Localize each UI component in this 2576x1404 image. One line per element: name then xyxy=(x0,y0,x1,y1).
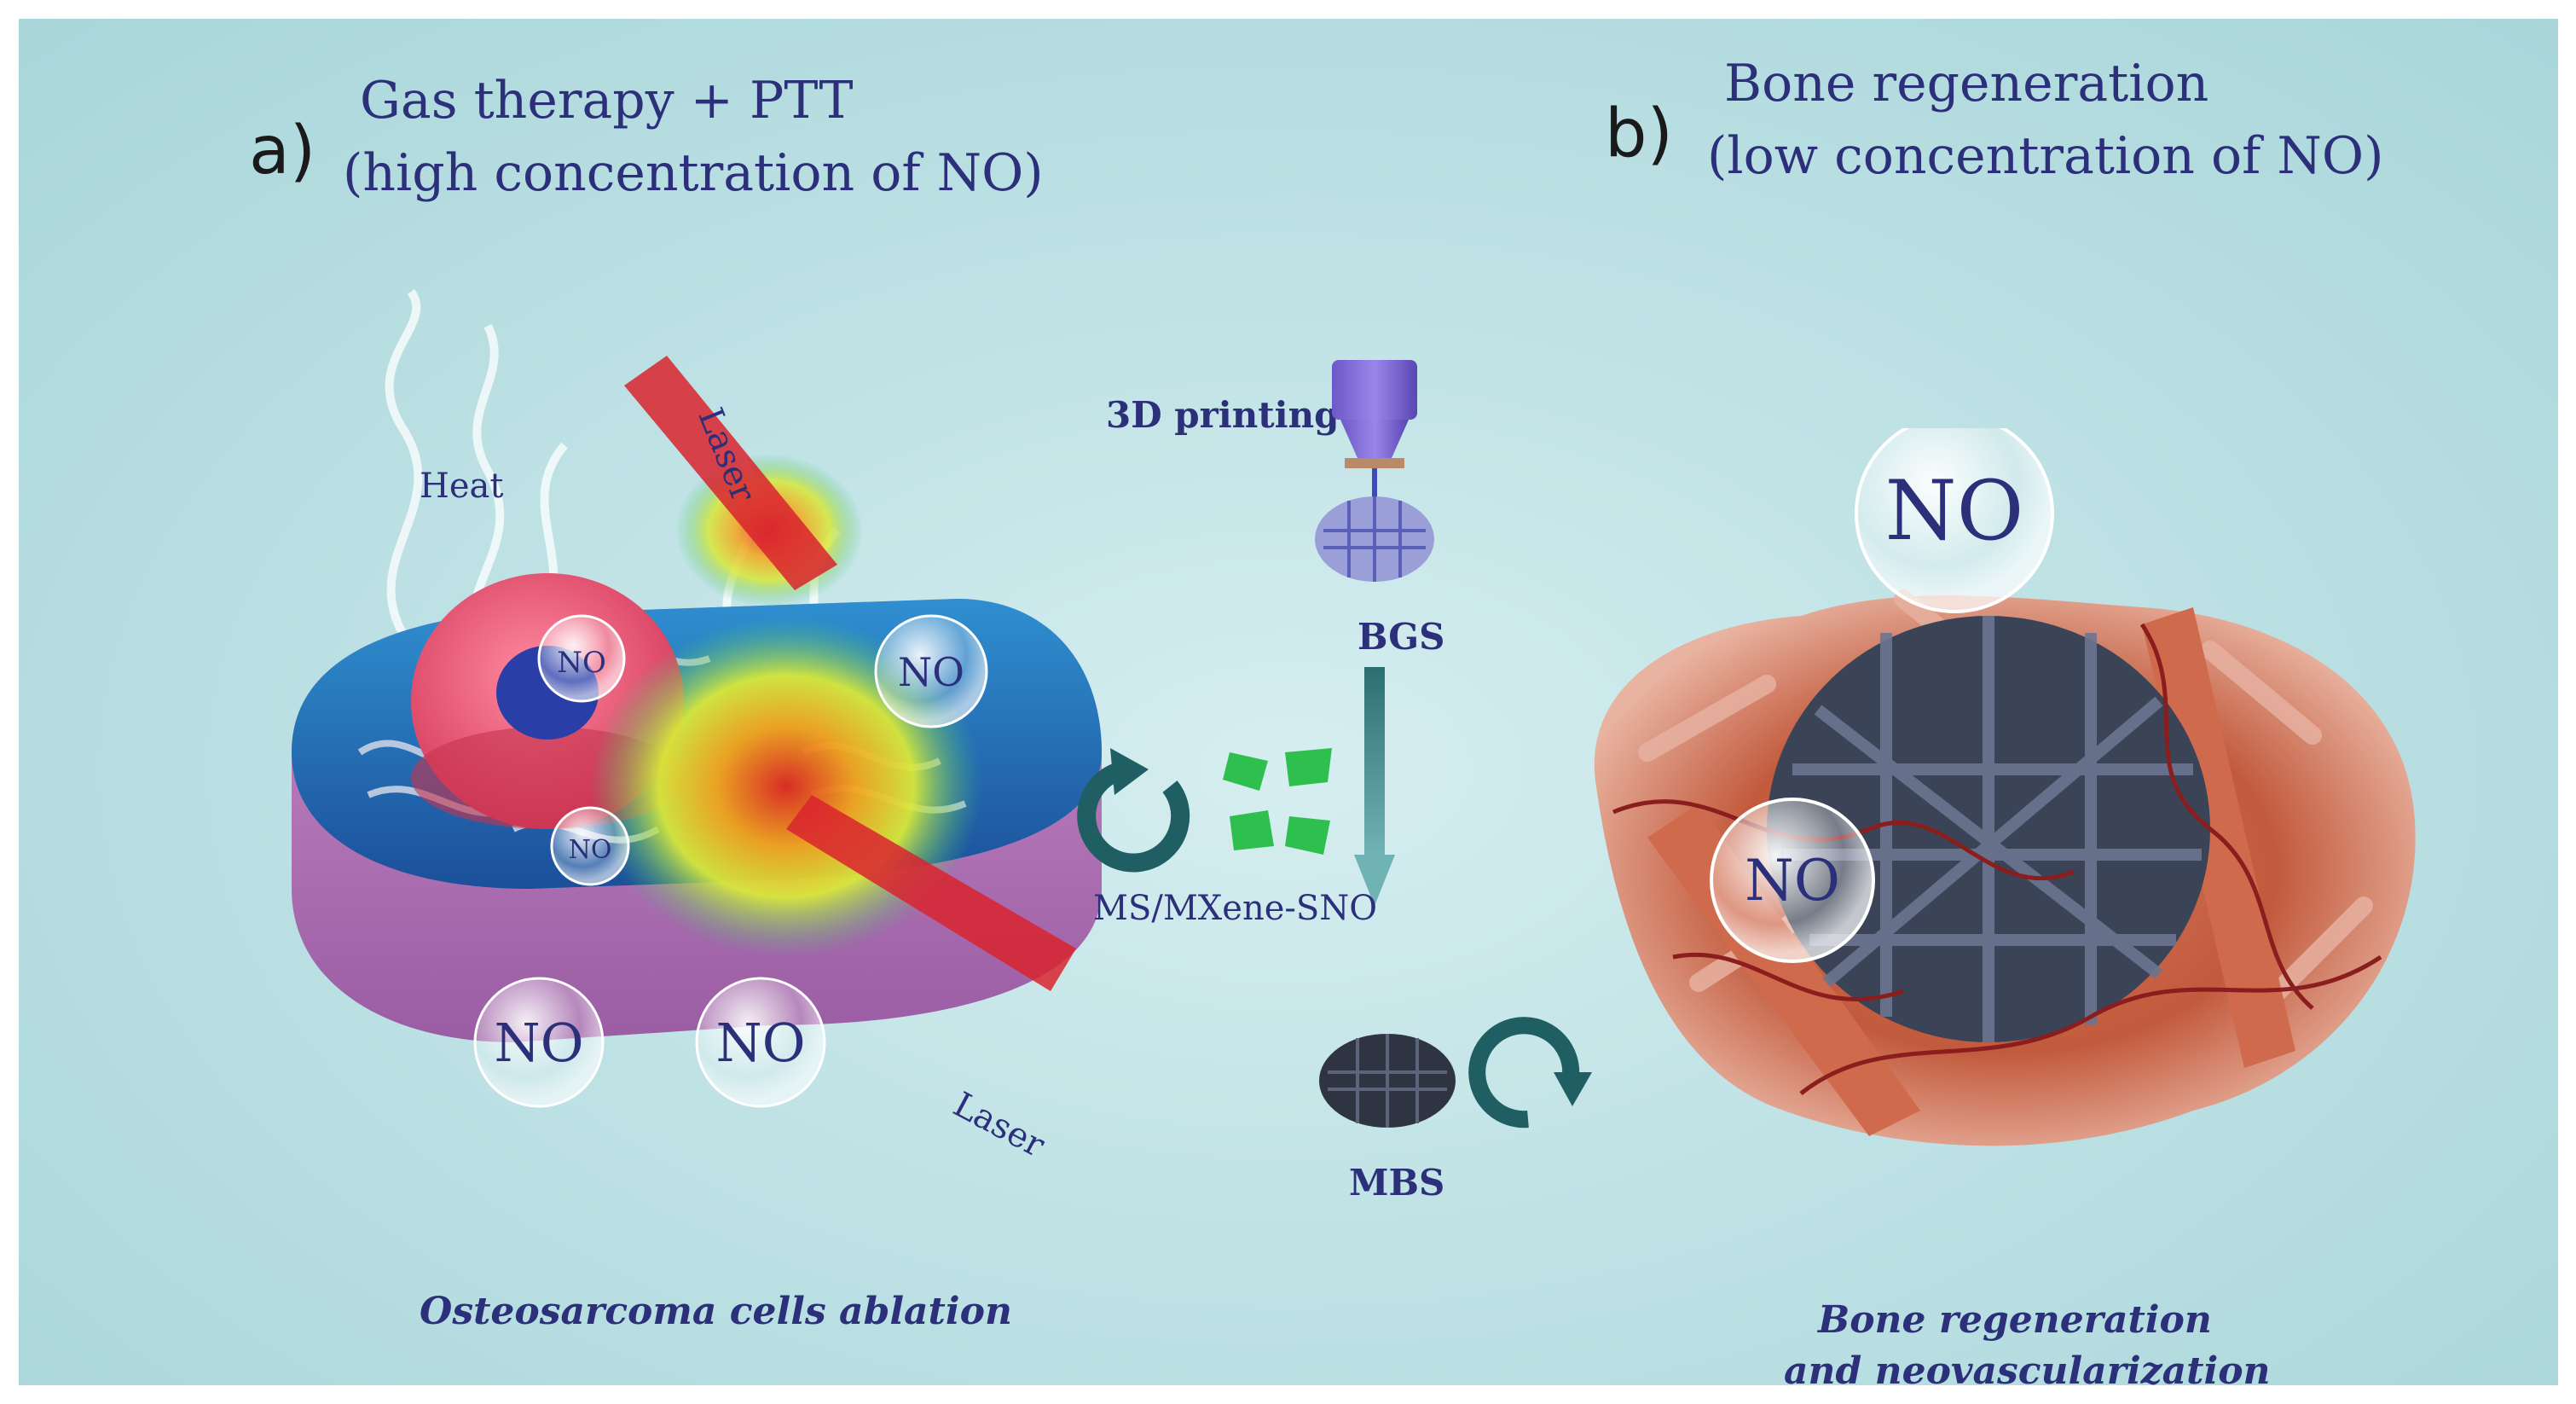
panel-b-letter: b) xyxy=(1605,96,1673,172)
panel-a-title-line2: (high concentration of NO) xyxy=(343,143,1044,203)
panel-b-title-line2: (low concentration of NO) xyxy=(1707,126,2384,186)
bone-regeneration-illustration: NO NO xyxy=(1594,428,2416,1146)
panel-b-title-line1: Bone regeneration xyxy=(1724,54,2209,113)
no-bubble-label: NO xyxy=(1885,463,2024,559)
no-bubble-label: NO xyxy=(1745,848,1840,914)
printing-process-graphic xyxy=(1315,360,1434,906)
cycle-arrow-icon xyxy=(1077,760,1190,873)
no-bubble-label: NO xyxy=(898,649,964,695)
osteosarcoma-cell-illustration: NO NO NO NO NO xyxy=(292,289,1102,1108)
mbs-label: MBS xyxy=(1349,1162,1445,1204)
no-bubble-label: NO xyxy=(569,835,612,865)
printer-nozzle-icon xyxy=(1332,360,1417,420)
printing-label: 3D printing xyxy=(1106,394,1340,436)
panel-a-title-line1: Gas therapy + PTT xyxy=(360,71,854,131)
panel-b-caption-line1: Bone regeneration xyxy=(1818,1298,2212,1342)
heat-label: Heat xyxy=(420,467,504,506)
down-arrow-icon xyxy=(1364,667,1385,855)
mxene-label: MS/MXene-SNO xyxy=(1093,889,1378,928)
no-bubble-label: NO xyxy=(715,1012,805,1074)
laser-beam-top xyxy=(624,356,837,590)
panel-a-caption: Osteosarcoma cells ablation xyxy=(420,1290,1012,1333)
bgs-label: BGS xyxy=(1357,616,1445,658)
mxene-sheet-icon xyxy=(1223,748,1332,855)
no-bubble-small xyxy=(1710,798,1875,963)
mxene-loading-graphic xyxy=(1077,748,1332,873)
panel-a-letter: a) xyxy=(249,113,316,189)
figure-canvas: a) Gas therapy + PTT (high concentration… xyxy=(19,19,2558,1385)
no-bubble-label: NO xyxy=(494,1012,583,1074)
curved-arrow-icon xyxy=(1468,1017,1580,1128)
laser-beam-bottom xyxy=(786,795,1076,991)
no-bubble-large xyxy=(1855,428,2054,613)
mbs-graphic xyxy=(1319,1017,1592,1128)
panel-b-caption-line2: and neovascularization xyxy=(1784,1349,2271,1385)
no-bubble-label: NO xyxy=(557,646,606,680)
